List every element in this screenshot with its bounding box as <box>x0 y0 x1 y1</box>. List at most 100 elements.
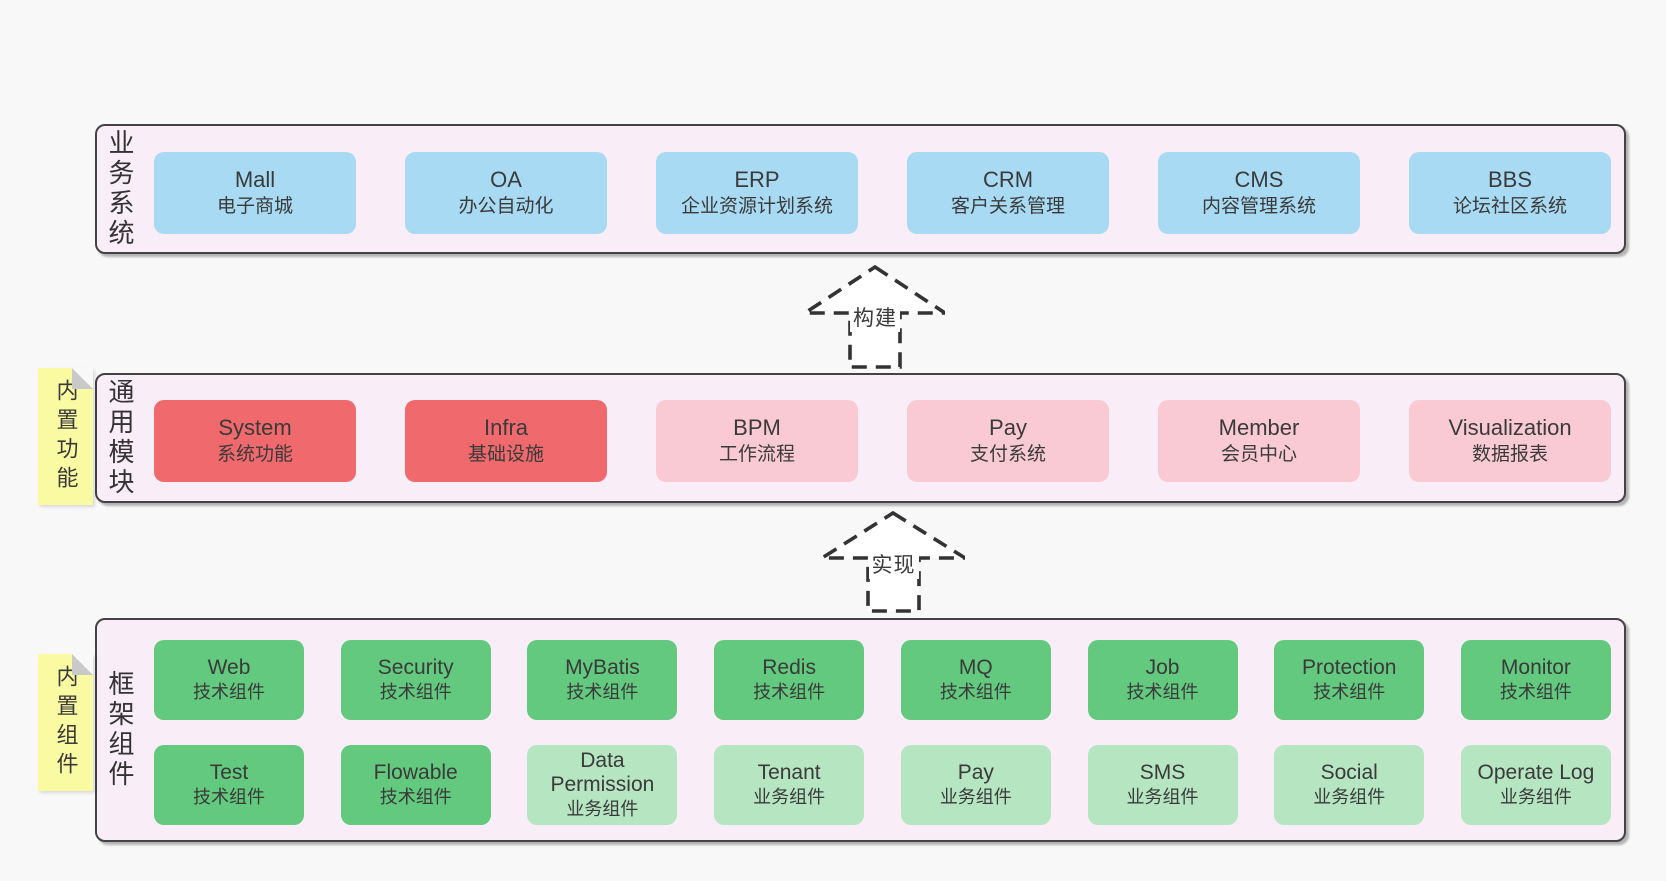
box-title: Pay <box>989 415 1027 440</box>
band-label-text: 业务系统 <box>105 129 135 249</box>
box-cms: CMS 内容管理系统 <box>1158 152 1360 234</box>
box-visualization: Visualization 数据报表 <box>1409 400 1611 482</box>
box-title: System <box>218 415 292 440</box>
box-redis: Redis 技术组件 <box>714 640 865 720</box>
box-subtitle: 技术组件 <box>379 682 452 702</box>
box-subtitle: 业务组件 <box>1499 787 1572 807</box>
box-title: Data Permission <box>550 749 655 796</box>
box-mall: Mall 电子商城 <box>154 152 356 234</box>
modules-box-row: System 系统功能 Infra 基础设施 BPM 工作流程 Pay 支付系统… <box>154 400 1611 482</box>
box-subtitle: 技术组件 <box>939 682 1012 702</box>
box-system: System 系统功能 <box>154 400 356 482</box>
box-subtitle: 系统功能 <box>216 444 293 465</box>
sticky-note-built-in-components: 内置组件 <box>38 654 93 791</box>
box-protection: Protection 技术组件 <box>1274 640 1425 720</box>
box-title: Web <box>207 656 251 679</box>
box-title: Operate Log <box>1477 761 1595 784</box>
arrow-implement: 实现 <box>822 510 965 614</box>
box-subtitle: 业务组件 <box>566 799 639 819</box>
components-tech-row: Web 技术组件 Security 技术组件 MyBatis 技术组件 Redi… <box>154 640 1611 720</box>
arrow-build-label: 构建 <box>850 305 900 333</box>
box-subtitle: 业务组件 <box>939 787 1012 807</box>
box-title: ERP <box>734 167 780 192</box>
band-label-text: 通用模块 <box>105 378 135 498</box>
box-security: Security 技术组件 <box>340 640 491 720</box>
box-subtitle: 技术组件 <box>566 682 639 702</box>
box-title: MQ <box>958 656 993 679</box>
box-bpm: BPM 工作流程 <box>656 400 858 482</box>
box-tenant: Tenant 业务组件 <box>714 745 865 825</box>
box-subtitle: 技术组件 <box>1126 682 1199 702</box>
band-common-modules: 通用模块 System 系统功能 Infra 基础设施 BPM 工作流程 Pay… <box>95 373 1626 503</box>
box-subtitle: 业务组件 <box>753 787 826 807</box>
box-subtitle: 客户关系管理 <box>950 196 1065 217</box>
box-pay-business: Pay 业务组件 <box>900 745 1051 825</box>
band-components-label: 框架组件 <box>105 620 135 840</box>
box-subtitle: 会员中心 <box>1220 444 1297 465</box>
box-monitor: Monitor 技术组件 <box>1460 640 1611 720</box>
box-subtitle: 办公自动化 <box>458 196 554 217</box>
box-subtitle: 内容管理系统 <box>1201 196 1316 217</box>
box-mq: MQ 技术组件 <box>900 640 1051 720</box>
box-subtitle: 业务组件 <box>1126 787 1199 807</box>
box-subtitle: 电子商城 <box>216 196 293 217</box>
box-mybatis: MyBatis 技术组件 <box>527 640 678 720</box>
band-business-label: 业务系统 <box>105 126 135 252</box>
sticky-note-text: 内置组件 <box>53 664 79 781</box>
box-title: Visualization <box>1448 415 1572 440</box>
box-social: Social 业务组件 <box>1274 745 1425 825</box>
business-box-row: Mall 电子商城 OA 办公自动化 ERP 企业资源计划系统 CRM 客户关系… <box>154 152 1611 234</box>
box-data-permission: Data Permission 业务组件 <box>527 745 678 825</box>
box-subtitle: 技术组件 <box>379 787 452 807</box>
arrow-implement-label: 实现 <box>868 552 919 580</box>
box-subtitle: 技术组件 <box>193 682 265 702</box>
box-title: Pay <box>957 761 994 784</box>
box-title: Monitor <box>1500 656 1571 679</box>
box-infra: Infra 基础设施 <box>405 400 607 482</box>
box-erp: ERP 企业资源计划系统 <box>656 152 858 234</box>
box-title: BBS <box>1487 167 1533 192</box>
box-pay: Pay 支付系统 <box>907 400 1109 482</box>
sticky-note-text: 内置功能 <box>53 378 79 495</box>
box-title: Security <box>377 656 454 679</box>
box-subtitle: 数据报表 <box>1471 444 1548 465</box>
box-bbs: BBS 论坛社区系统 <box>1409 152 1611 234</box>
box-subtitle: 基础设施 <box>467 444 544 465</box>
box-subtitle: 技术组件 <box>753 682 826 702</box>
box-subtitle: 技术组件 <box>1499 682 1572 702</box>
box-subtitle: 技术组件 <box>193 787 265 807</box>
box-title: Infra <box>483 415 529 440</box>
box-title: SMS <box>1139 761 1186 784</box>
box-oa: OA 办公自动化 <box>405 152 607 234</box>
box-sms: SMS 业务组件 <box>1087 745 1238 825</box>
sticky-note-built-in-features: 内置功能 <box>38 368 93 505</box>
box-title: Job <box>1145 656 1180 679</box>
components-business-row: Test 技术组件 Flowable 技术组件 Data Permission … <box>154 745 1611 825</box>
box-test: Test 技术组件 <box>154 745 304 825</box>
box-subtitle: 业务组件 <box>1313 787 1386 807</box>
box-flowable: Flowable 技术组件 <box>340 745 491 825</box>
box-title: Redis <box>762 656 816 679</box>
band-label-text: 框架组件 <box>105 670 135 790</box>
box-title: Tenant <box>757 761 821 784</box>
box-subtitle: 工作流程 <box>718 444 795 465</box>
band-framework-components: 框架组件 Web 技术组件 Security 技术组件 MyBatis 技术组件… <box>95 618 1626 842</box>
box-title: Social <box>1320 761 1378 784</box>
box-title: Protection <box>1301 656 1397 679</box>
band-business-systems: 业务系统 Mall 电子商城 OA 办公自动化 ERP 企业资源计划系统 CRM… <box>95 124 1626 254</box>
box-operate-log: Operate Log 业务组件 <box>1460 745 1611 825</box>
box-title: MyBatis <box>565 656 640 679</box>
box-subtitle: 支付系统 <box>969 444 1046 465</box>
arrow-build: 构建 <box>805 264 945 370</box>
box-title: Flowable <box>373 761 458 784</box>
box-title: CMS <box>1234 167 1284 192</box>
box-crm: CRM 客户关系管理 <box>907 152 1109 234</box>
box-subtitle: 企业资源计划系统 <box>680 196 833 217</box>
box-title: Test <box>209 761 249 784</box>
box-title: Mall <box>234 167 276 192</box>
box-web: Web 技术组件 <box>154 640 304 720</box>
box-subtitle: 技术组件 <box>1313 682 1386 702</box>
box-subtitle: 论坛社区系统 <box>1452 196 1567 217</box>
box-job: Job 技术组件 <box>1087 640 1238 720</box>
